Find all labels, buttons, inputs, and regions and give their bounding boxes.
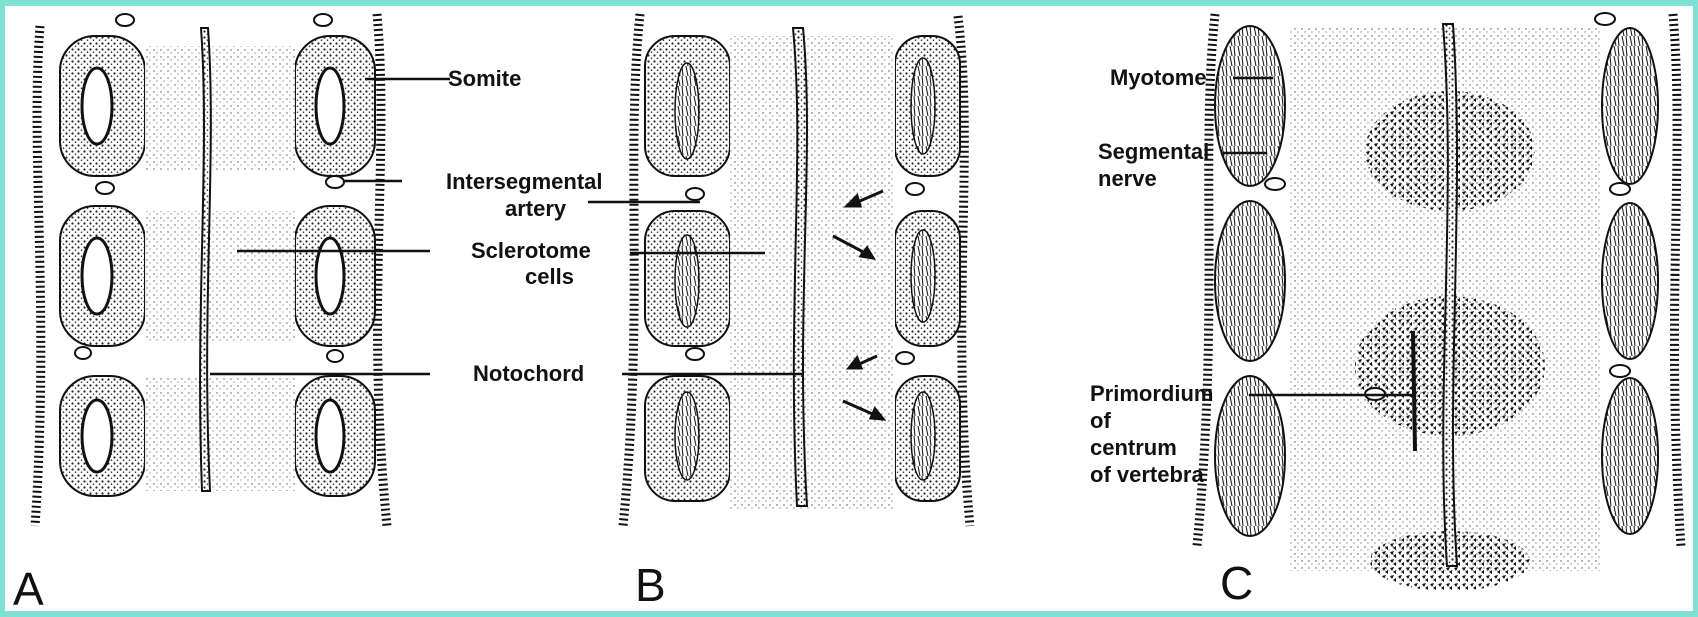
- embryology-figure: Somite Intersegmental artery Sclerotome …: [5, 6, 1693, 611]
- label-primordium-line2: of: [1090, 408, 1111, 434]
- label-notochord: Notochord: [473, 361, 584, 387]
- label-intersegmental-artery-line1: Intersegmental: [446, 169, 603, 195]
- label-segmental-nerve-line1: Segmental: [1098, 139, 1209, 165]
- panel-letter-c: C: [1220, 560, 1253, 606]
- diagram-artwork: [5, 6, 1693, 611]
- panel-c-drawing: [1197, 13, 1681, 591]
- label-sclerotome-cells-line2: cells: [525, 264, 574, 290]
- label-primordium-line4: of vertebra: [1090, 462, 1204, 488]
- label-sclerotome-cells-line1: Sclerotome: [471, 238, 591, 264]
- label-primordium-line1: Primordium: [1090, 381, 1213, 407]
- panel-b-drawing: [588, 14, 970, 526]
- label-intersegmental-artery-line2: artery: [505, 196, 566, 222]
- panel-letter-a: A: [13, 566, 44, 612]
- label-myotome: Myotome: [1110, 65, 1207, 91]
- label-somite: Somite: [448, 66, 521, 92]
- label-primordium-line3: centrum: [1090, 435, 1177, 461]
- panel-a-drawing: [35, 14, 450, 526]
- label-segmental-nerve-line2: nerve: [1098, 166, 1157, 192]
- panel-letter-b: B: [635, 562, 666, 608]
